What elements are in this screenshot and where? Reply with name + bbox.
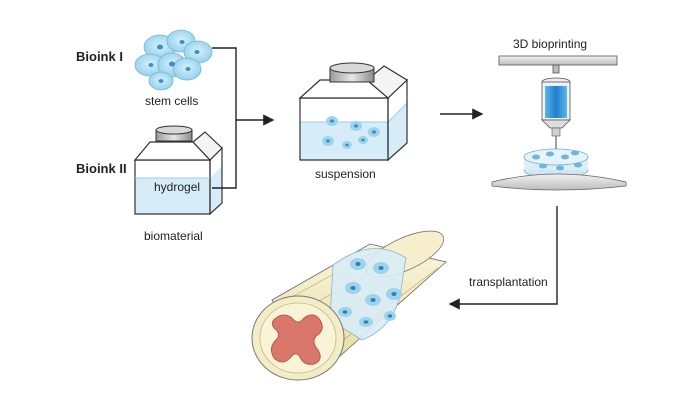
bioprinting-label: 3D bioprinting [513,37,587,51]
bioink-1-label: Bioink I [76,49,123,64]
stem-cells-label: stem cells [145,94,198,108]
combine-bracket [212,47,275,189]
bioink-2-label: Bioink II [76,161,127,176]
bioprinter [491,55,627,191]
nerve-graft [251,230,447,381]
suspension-label: suspension [315,167,376,181]
hydrogel-label: hydrogel [154,180,200,194]
stem-cells-cluster [134,29,213,91]
biomaterial-label: biomaterial [144,229,203,243]
hydrogel-bottle [133,125,223,216]
transplantation-label: transplantation [469,275,548,289]
suspension-bottle [298,62,408,162]
arrow-transplantation [448,206,558,310]
